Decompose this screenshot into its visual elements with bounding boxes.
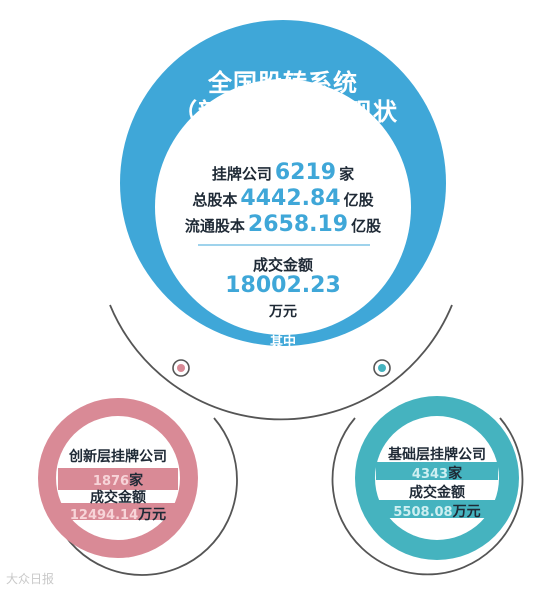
main-inner-disc xyxy=(155,79,411,335)
right-connector-dot xyxy=(378,364,386,372)
watermark: 大众日报 xyxy=(6,572,55,586)
left-band2 xyxy=(58,503,178,520)
listed-value: 6219 xyxy=(274,160,337,185)
base-turnover-label: 成交金额 xyxy=(409,485,465,501)
right-band xyxy=(376,462,498,480)
base-turnover-row: 5508.08万元 xyxy=(367,501,507,521)
right-outline-arc xyxy=(331,417,524,576)
base-count-row: 4343家 xyxy=(367,463,507,483)
innovation-turnover-unit: 万元 xyxy=(138,507,167,523)
left-band xyxy=(58,468,178,490)
turnover-value: 18002.23 xyxy=(225,273,341,298)
base-turnover-unit: 万元 xyxy=(452,504,481,520)
base-count-value: 4343 xyxy=(411,467,449,482)
time-note: 时间：截至 1 月 26 日 xyxy=(216,128,350,143)
main-title-line1: 全国股转系统 xyxy=(208,69,358,97)
right-band2 xyxy=(376,500,498,518)
innovation-turnover-label: 成交金额 xyxy=(90,490,146,506)
innovation-count-row: 1876家 xyxy=(48,470,188,490)
innovation-turnover-value: 12494.14 xyxy=(69,508,139,523)
total-shares-unit: 亿股 xyxy=(343,191,374,209)
float-shares-unit: 亿股 xyxy=(351,217,382,235)
innovation-count-value: 1876 xyxy=(92,474,130,489)
turnover-unit: 万元 xyxy=(269,304,297,320)
base-title: 基础层挂牌公司 xyxy=(388,447,486,463)
turnover-label: 成交金额 xyxy=(252,256,313,274)
innovation-title: 创新层挂牌公司 xyxy=(69,449,167,465)
left-connector-dot xyxy=(177,364,185,372)
of-which-label: 其中 xyxy=(269,335,296,350)
total-shares-value: 4442.84 xyxy=(240,186,341,211)
total-shares-label: 总股本 xyxy=(192,191,238,209)
float-shares-label: 流通股本 xyxy=(184,217,245,235)
listed-label: 挂牌公司 xyxy=(211,165,272,183)
base-count-unit: 家 xyxy=(448,466,463,482)
listed-unit: 家 xyxy=(339,165,355,183)
innovation-turnover-row: 12494.14万元 xyxy=(48,504,188,524)
float-shares-value: 2658.19 xyxy=(247,212,349,237)
main-title-line2: （新三板）运行现状 xyxy=(173,98,398,126)
base-turnover-value: 5508.08 xyxy=(393,505,453,520)
main-outline-arc xyxy=(109,304,453,421)
innovation-count-unit: 家 xyxy=(129,473,144,489)
